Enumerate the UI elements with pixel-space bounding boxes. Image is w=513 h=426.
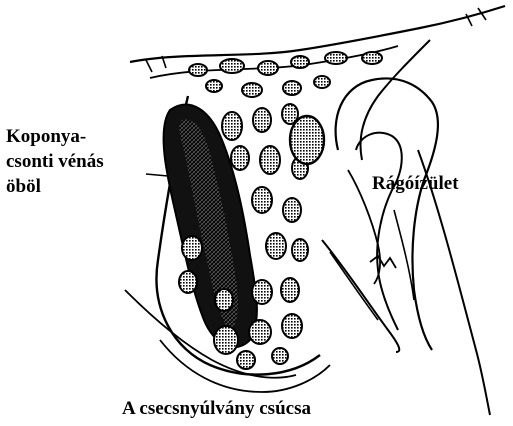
ramus-small-line — [394, 210, 414, 300]
label-mastoid-tip: A csecsnyúlvány csúcsa — [122, 396, 311, 421]
label-jaw-joint: Rágóízület — [372, 171, 459, 196]
jagged-marks — [370, 256, 396, 268]
ear-canal-oval — [290, 116, 324, 164]
label-venous-sinus: Koponya- csonti vénás öböl — [6, 124, 104, 199]
label-venous-sinus-line3: öböl — [6, 174, 104, 199]
label-venous-sinus-line2: csonti vénás — [6, 149, 104, 174]
label-venous-sinus-line1: Koponya- — [6, 124, 104, 149]
superior-air-cells — [189, 52, 382, 97]
sinus-leader-line — [146, 174, 168, 176]
glenoid-fossa-line — [336, 78, 438, 350]
skull-base-contour — [130, 6, 505, 62]
condyle-outline — [356, 133, 402, 330]
